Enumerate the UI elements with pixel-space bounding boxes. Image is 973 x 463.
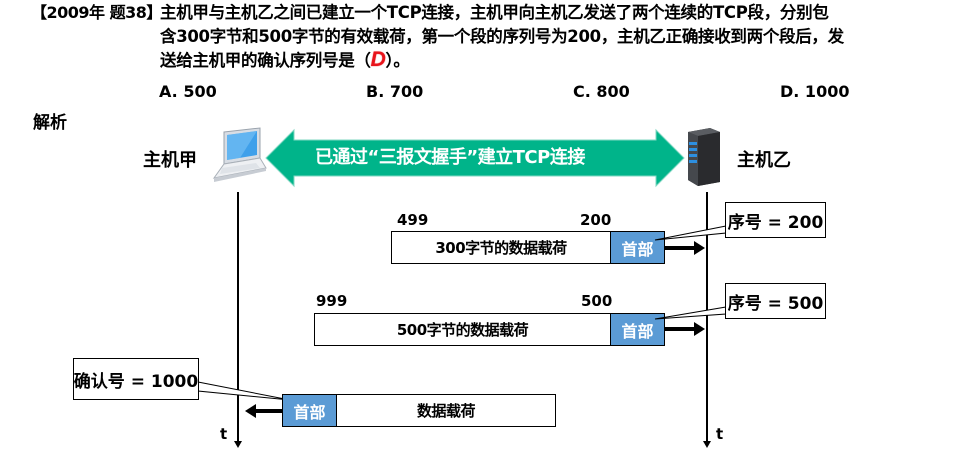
ack-send-arrow [245, 404, 282, 418]
segment-1: 300字节的数据载荷 首部 [391, 231, 665, 264]
option-b: B. 700 [366, 82, 424, 101]
segment-1-start-byte: 200 [580, 211, 612, 229]
ack-segment-payload: 数据载荷 [416, 402, 476, 420]
segment-2-send-arrow [665, 322, 705, 336]
host-left-timeline-arrowhead [234, 441, 242, 448]
answer-letter: D [370, 48, 386, 71]
segment-2-payload: 500字节的数据载荷 [396, 321, 529, 339]
segment-2-start-byte: 500 [581, 292, 613, 310]
ack-segment: 首部 数据载荷 [282, 394, 556, 427]
connection-double-arrow [265, 128, 685, 188]
segment-1-end-byte: 499 [397, 211, 429, 229]
option-c: C. 800 [573, 82, 630, 101]
ack-callout: 确认号 = 1000 [73, 358, 199, 400]
analysis-label: 解析 [33, 113, 67, 133]
question-tag: 【2009年 题38】 [31, 3, 162, 22]
segment-1-payload: 300字节的数据载荷 [435, 239, 567, 257]
segment-1-seq-callout: 序号 = 200 [725, 202, 826, 238]
host-left-time-label: t [220, 425, 228, 443]
server-icon [688, 128, 720, 186]
segment-2-seq-callout: 序号 = 500 [725, 283, 826, 319]
segment-1-send-arrow [665, 241, 705, 255]
segment-2: 500字节的数据载荷 首部 [314, 313, 665, 346]
host-right-label: 主机乙 [737, 150, 791, 171]
question-line-3-wrap: 送给主机甲的确认序列号是（D）。 [160, 48, 410, 71]
laptop-icon [212, 127, 267, 182]
host-left-timeline [237, 192, 239, 442]
host-right-timeline-arrowhead [703, 441, 711, 448]
segment-2-end-byte: 999 [316, 292, 348, 310]
ack-segment-header: 首部 [283, 395, 337, 426]
segment-2-header: 首部 [610, 314, 664, 345]
question-line-3-suffix: ）。 [385, 51, 410, 70]
host-right-timeline [706, 192, 708, 442]
option-a: A. 500 [159, 82, 217, 101]
segment-1-header: 首部 [610, 232, 664, 263]
question-line-3: 送给主机甲的确认序列号是（ [160, 51, 371, 70]
host-left-label: 主机甲 [143, 150, 197, 171]
option-d: D. 1000 [780, 82, 850, 101]
connection-banner-text: 已通过“三报文握手”建立TCP连接 [315, 147, 585, 168]
question-line-1: 主机甲与主机乙之间已建立一个TCP连接，主机甲向主机乙发送了两个连续的TCP段，… [160, 3, 829, 22]
host-right-time-label: t [716, 425, 724, 443]
question-line-2: 含300字节和500字节的有效载荷，第一个段的序列号为200，主机乙正确接收到两… [160, 27, 844, 46]
